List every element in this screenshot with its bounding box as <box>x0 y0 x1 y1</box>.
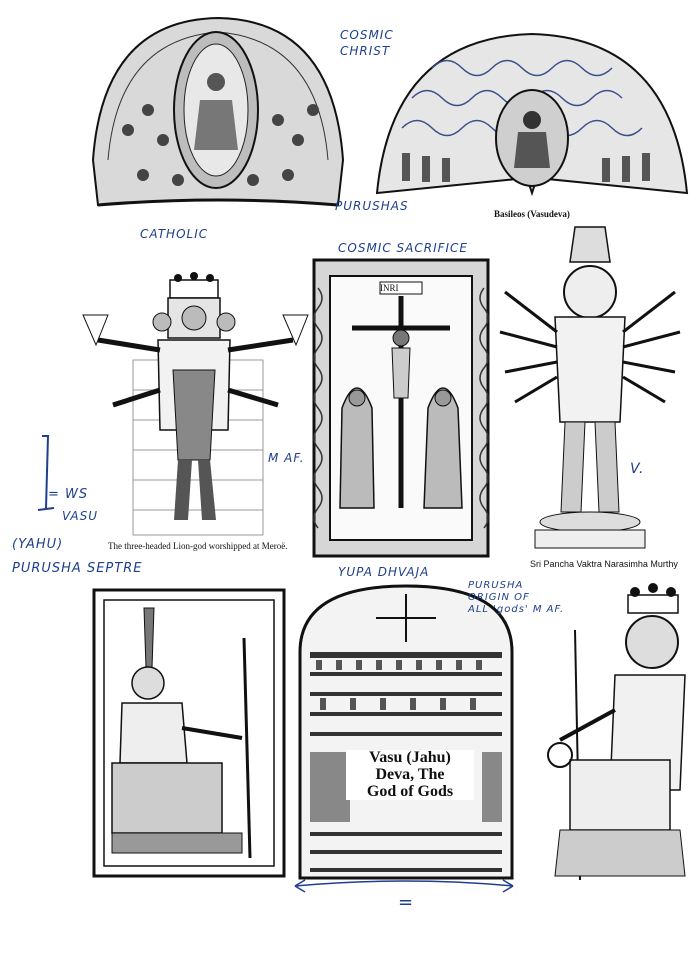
purusha-origin-line-1: PURUSHA <box>468 580 524 591</box>
purusha-origin-line-2: ORIGIN OF <box>468 592 530 603</box>
stele-title-line-3: God of Gods <box>366 782 454 800</box>
seated-egyptian-figure <box>92 588 286 878</box>
cosmic-sacrifice-note: COSMIC SACRIFICE <box>338 241 469 255</box>
cosmic-christ-note: COSMIC CHRIST <box>340 28 400 59</box>
ws-note: = WS <box>48 487 89 502</box>
lion-headed-seated-figure <box>520 580 692 885</box>
double-arrow-sketch <box>285 874 523 896</box>
lion-god-illustration <box>78 270 310 540</box>
narasimha-caption: Sri Pancha Vaktra Narasimha Murthy <box>530 559 678 569</box>
purusha-scepter-sketch <box>34 432 60 512</box>
cosmic-christ-note-text: COSMIC CHRIST <box>340 28 394 58</box>
stele-title: Vasu (Jahu) Deva, The God of Gods <box>346 749 474 801</box>
purushas-note: PURUSHAS <box>335 199 409 213</box>
narasimha-illustration <box>495 222 685 556</box>
stele-title-line-1: Vasu (Jahu) <box>369 749 451 766</box>
inri-caption: INRI <box>380 283 399 293</box>
basileos-dome-illustration <box>372 28 692 228</box>
stele-title-line-2: Deva, The <box>375 765 445 783</box>
crucifixion-woodcut <box>312 258 490 558</box>
vasu-note: VASU <box>62 509 99 523</box>
maf-note: M AF. <box>268 452 308 464</box>
purusha-origin-line-3: ALL 'gods' M AF. <box>468 604 565 615</box>
maf-note-text: M AF. <box>268 451 305 465</box>
purusha-septre-note: PURUSHA SEPTRE <box>12 561 143 576</box>
yahu-note: (YAHU) <box>12 537 64 552</box>
yupa-dhvaja-note: YUPA DHVAJA <box>338 565 430 579</box>
equals-note: = <box>398 892 415 913</box>
purusha-origin-note: PURUSHA ORIGIN OF ALL 'gods' M AF. <box>468 580 564 616</box>
lion-god-caption: The three-headed Lion-god worshipped at … <box>108 541 288 551</box>
hieroglyph-stele <box>296 582 516 882</box>
basileos-caption: Basileos (Vasudeva) <box>494 209 570 219</box>
v-note: V. <box>630 461 645 477</box>
catholic-note: CATHOLIC <box>140 227 209 241</box>
catholic-dome-illustration <box>88 10 348 220</box>
